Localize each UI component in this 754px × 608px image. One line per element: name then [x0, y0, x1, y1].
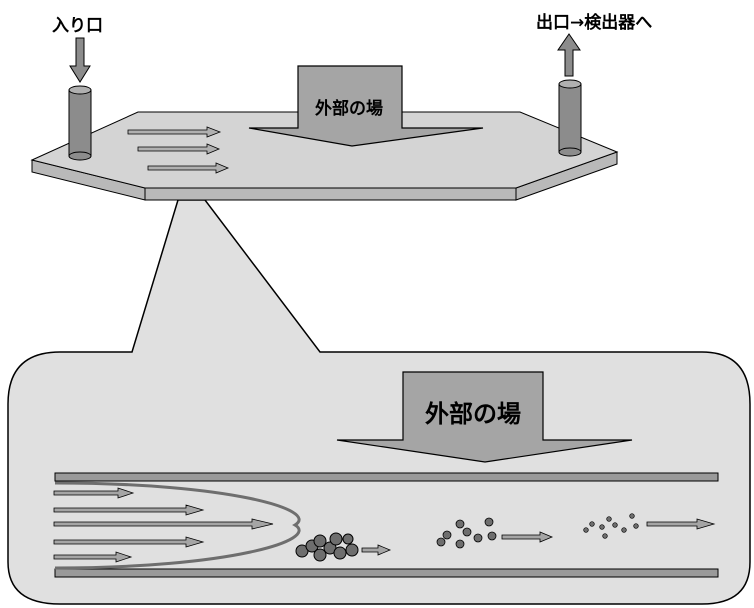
field-arrow-top: [248, 65, 484, 147]
particle: [462, 527, 472, 537]
particles-small: [583, 513, 639, 539]
particle: [345, 543, 359, 557]
profile-arrow: [53, 504, 205, 516]
profile-arrow: [53, 518, 274, 530]
plate-side-front: [144, 187, 517, 201]
particle: [612, 522, 618, 528]
channel-wall-bottom: [54, 568, 719, 578]
velocity-profile-curve: [54, 481, 301, 570]
channel-wall-top: [54, 472, 719, 482]
particle: [589, 521, 595, 527]
flow-arrow: [137, 143, 221, 155]
particle: [473, 533, 483, 543]
particle: [455, 519, 465, 529]
particle: [313, 548, 327, 562]
particle: [606, 516, 612, 522]
particle: [313, 534, 327, 548]
particle: [629, 513, 635, 519]
flow-arrow: [147, 162, 230, 174]
particle: [602, 533, 608, 539]
field-label-zoom: 外部の場: [425, 400, 521, 428]
particle: [487, 531, 497, 541]
field-label-top: 外部の場: [315, 98, 383, 119]
zoom-callout: [7, 199, 751, 605]
particles-medium: [436, 517, 497, 549]
profile-arrow: [53, 536, 205, 548]
outlet-port: [558, 79, 582, 157]
particles-large: [295, 532, 359, 562]
arrow-up-icon: [557, 33, 581, 77]
flow-profile-arrows: [53, 487, 274, 563]
particle: [342, 533, 354, 545]
flow-arrow: [127, 126, 222, 138]
particle: [455, 539, 465, 549]
particle: [484, 517, 494, 527]
particle: [599, 524, 605, 530]
particle: [621, 527, 627, 533]
plate-flow-arrows: [127, 126, 230, 174]
inlet-label: 入り口: [52, 16, 103, 36]
particle: [442, 530, 452, 540]
particle: [583, 527, 589, 533]
particle: [436, 537, 446, 547]
particle-arrow-medium: [501, 531, 554, 543]
particle: [329, 532, 343, 546]
particle-arrow-small: [646, 518, 716, 530]
particle: [333, 546, 347, 560]
profile-arrow: [53, 551, 133, 563]
outlet-label: 出口→検出器へ: [536, 12, 652, 33]
inlet-port: [68, 85, 92, 161]
profile-arrow: [53, 487, 135, 499]
arrow-down-icon: [69, 37, 91, 83]
field-arrow-zoom: [336, 371, 633, 463]
particle-arrow-large: [361, 544, 392, 556]
particle: [633, 523, 639, 529]
